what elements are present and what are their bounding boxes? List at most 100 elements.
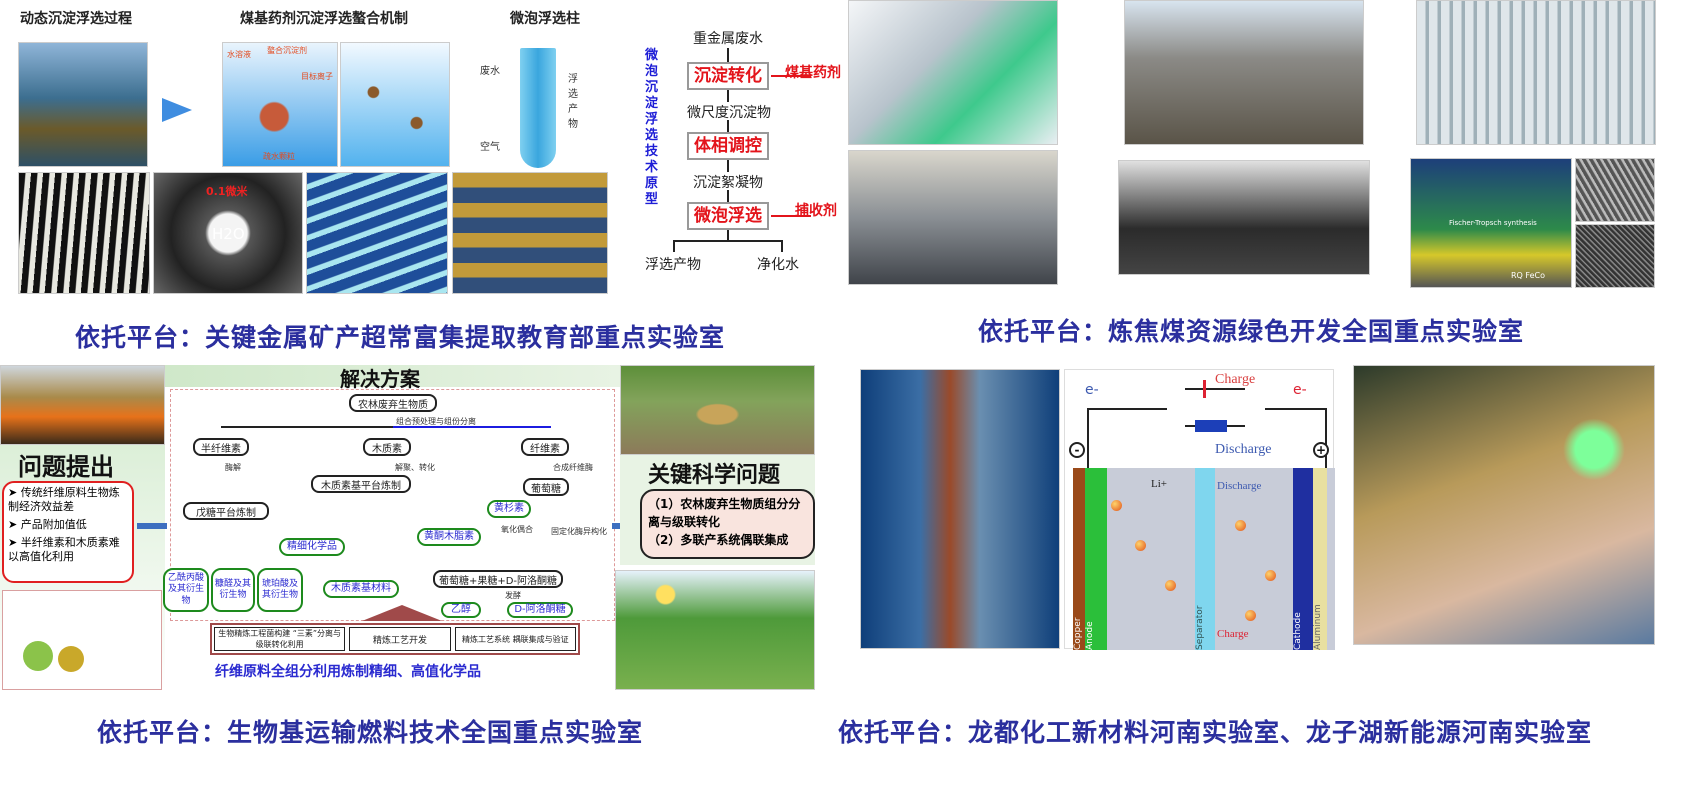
charge-label: Charge	[1215, 372, 1256, 387]
problem-list: ➤ 传统纤维原料生物炼制经济效益差 ➤ 产品附加值低 ➤ 半纤维素和木质素难以高…	[2, 481, 134, 583]
key-issue-item: （2）多联产系统偶联集成	[648, 533, 789, 547]
box-process-development: 精炼工艺开发	[349, 627, 451, 651]
node-allulose: D-阿洛酮糖	[507, 602, 573, 618]
node-cellulose: 纤维素	[521, 438, 569, 456]
note-fermentation: 发酵	[505, 591, 521, 600]
process-box-row: 生物精炼工程菌构建 “三素”分离与级联转化利用 精炼工艺开发 精炼工艺系统 耦联…	[210, 623, 580, 655]
caption-platform-3: 依托平台：生物基运输燃料技术全国重点实验室	[97, 718, 644, 747]
node-glucose: 葡萄糖	[523, 478, 569, 496]
node-furfural: 糠醛及其衍生物	[211, 568, 255, 612]
note-immobilized: 固定化酶异构化	[551, 527, 607, 536]
panel-new-energy: e- e- Charge Discharge Copper Anode Sepa…	[838, 365, 1686, 747]
caption-platform-1: 依托平台：关键金属矿产超常富集提取教育部重点实验室	[75, 323, 726, 352]
flexible-battery-photo	[1353, 365, 1655, 645]
battery-cell-3d-image	[860, 369, 1060, 649]
hay-bale-photo	[620, 365, 815, 455]
double-arrow-left-icon	[137, 523, 167, 529]
solution-caption: 纤维原料全组分利用炼制精细、高值化学品	[215, 664, 481, 680]
electron-label-left: e-	[1085, 382, 1099, 398]
hollow-fiber-photo	[306, 172, 448, 294]
synthesis-label: Fischer-Tropsch synthesis	[1449, 219, 1537, 227]
solution-diagram: 农林废弃生物质 组合预处理与组份分离 半纤维素 木质素 纤维素 酶解 解聚、转化…	[163, 389, 615, 621]
node-lignin: 木质素	[363, 438, 411, 456]
cathode-layer: Cathode	[1293, 468, 1313, 650]
tem-image-bottom	[1575, 224, 1655, 288]
caption-platform-4: 依托平台：龙都化工新材料河南实验室、龙子湖新能源河南实验室	[838, 718, 1593, 747]
problem-item: ➤ 传统纤维原料生物炼制经济效益差	[8, 486, 120, 513]
flow-step-precipitation: 沉淀转化	[687, 62, 769, 90]
flow-intermediate-1: 微尺度沉淀物	[687, 105, 771, 121]
li-ion-icon	[1165, 580, 1176, 591]
flow-input-collector: 捕收剂	[795, 203, 837, 219]
aluminum-layer: Aluminum	[1313, 468, 1327, 650]
panel-coking-coal: Fischer-Tropsch synthesis RQ FeCo 依托平台：炼…	[848, 0, 1686, 360]
node-sugar-mix: 葡萄糖+果糖+D-阿洛酮糖	[433, 570, 563, 588]
box-system-integration: 精炼工艺系统 耦联集成与验证	[454, 627, 576, 651]
copper-layer: Copper	[1073, 468, 1085, 650]
node-levulinic-acid: 乙酰丙酸及其衍生物	[163, 568, 209, 612]
plant-photo	[1124, 0, 1364, 145]
water-label: H2O	[212, 225, 245, 243]
label-wastewater: 废水	[480, 66, 500, 77]
arrow-right-icon	[162, 98, 192, 122]
li-ion-icon	[1111, 500, 1122, 511]
flow-intermediate-2: 沉淀絮凝物	[693, 175, 763, 191]
node-fine-chemicals: 精细化学品	[279, 538, 345, 556]
flow-step-microbubble: 微泡浮选	[687, 202, 769, 230]
box-strain-construction: 生物精炼工程菌构建 “三素”分离与级联转化利用	[214, 627, 346, 651]
title-dynamic-flotation: 动态沉淀浮选过程	[20, 11, 132, 27]
key-issues-list: （1）农林废弃生物质组分分离与级联转化 （2）多联产系统偶联集成	[640, 489, 815, 559]
panel-biofuel: 问题提出 ➤ 传统纤维原料生物炼制经济效益差 ➤ 产品附加值低 ➤ 半纤维素和木…	[0, 365, 815, 747]
note-depolymerize: 解聚、转化	[395, 463, 435, 472]
key-issue-item: （1）农林废弃生物质组分分离与级联转化	[648, 497, 801, 529]
pore-size-label: 0.1微米	[206, 185, 248, 198]
label-chelator: 螯合沉淀剂	[267, 46, 307, 55]
label-air: 空气	[480, 142, 500, 153]
li-ion-icon	[1135, 540, 1146, 551]
material-label: RQ FeCo	[1511, 271, 1545, 280]
lithium-battery-diagram: e- e- Charge Discharge Copper Anode Sepa…	[1064, 369, 1335, 650]
equipment-3d-model	[848, 0, 1058, 145]
sem-image-top	[1575, 158, 1655, 222]
solution-header-bg	[165, 365, 620, 387]
node-pentose-platform: 戊糖平台炼制	[183, 502, 269, 520]
anode-layer: Anode	[1085, 468, 1107, 650]
problem-item: ➤ 半纤维素和木质素难以高值化利用	[8, 536, 120, 563]
up-arrow-icon	[362, 605, 442, 621]
node-lignin-material: 木质素基材料	[323, 580, 399, 598]
node-flavonolignan: 黄酮木脂素	[417, 528, 481, 546]
membrane-pore-image: H2O 0.1微米	[153, 172, 303, 294]
flow-output-clean-water: 净化水	[757, 257, 799, 273]
flow-start: 重金属废水	[693, 31, 763, 47]
node-ethanol: 乙醇	[441, 602, 481, 618]
flow-input-reagent: 煤基药剂	[785, 65, 841, 81]
electron-label-right: e-	[1293, 382, 1307, 398]
node-lignin-platform: 木质素基平台炼制	[311, 475, 411, 493]
flowchart: 微泡沉淀浮选技术原型 重金属废水 沉淀转化 微尺度沉淀物 体相调控 沉淀絮凝物 …	[645, 0, 845, 300]
fiber-photo	[18, 172, 150, 294]
membrane-module-photo	[452, 172, 608, 294]
panel-metal-extraction: 动态沉淀浮选过程 煤基药剂沉淀浮选螯合机制 微泡浮选柱 水溶液 螯合沉淀剂 目标…	[0, 0, 900, 360]
title-chelation-mechanism: 煤基药剂沉淀浮选螯合机制	[240, 11, 408, 27]
title-microbubble-column: 微泡浮选柱	[510, 11, 580, 27]
note-root: 组合预处理与组份分离	[396, 417, 476, 426]
analyzer-photo	[1118, 160, 1370, 275]
floc-bubble-image	[340, 42, 450, 167]
note-enzymolysis: 酶解	[225, 463, 241, 472]
note-oxidative-coupling: 氧化偶合	[501, 525, 533, 534]
flotation-tank-photo	[18, 42, 148, 167]
node-hemicellulose: 半纤维素	[193, 438, 249, 456]
label-hydrophobic: 疏水颗粒	[263, 152, 295, 161]
catalyst-diagram: Fischer-Tropsch synthesis RQ FeCo	[1410, 158, 1572, 288]
membrane-system-photo	[1416, 0, 1656, 145]
problem-title: 问题提出	[18, 453, 114, 481]
field-fire-photo	[0, 365, 165, 445]
key-issues-title: 关键科学问题	[648, 463, 781, 488]
li-ion-icon	[1245, 610, 1256, 621]
eco-cycle-illustration	[615, 570, 815, 690]
flow-output-float: 浮选产物	[645, 257, 701, 273]
process-schematic	[2, 590, 162, 690]
negative-terminal-icon: -	[1069, 442, 1085, 458]
charge-arrow-label: Charge	[1217, 628, 1249, 640]
label-solution: 水溶液	[227, 50, 251, 59]
